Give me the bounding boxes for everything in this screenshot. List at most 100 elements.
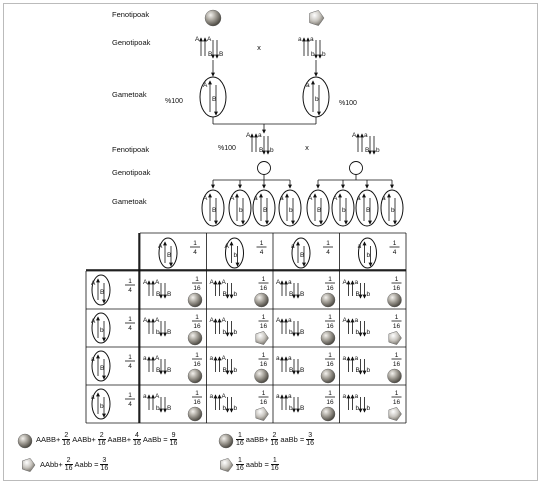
allele-label: B (100, 365, 104, 372)
allele-label: a (355, 317, 359, 324)
allele-label: B (208, 51, 212, 58)
allele-label: b (234, 252, 238, 259)
allele-label: b (100, 403, 104, 410)
round-pea-icon (320, 292, 336, 308)
header-fraction: 1 (260, 240, 264, 247)
cell-fraction: 16 (260, 285, 268, 292)
allele-label: b (311, 51, 315, 58)
cell-fraction: 1 (395, 390, 399, 397)
summary-term: Aabb (74, 460, 93, 469)
allele-label: A (343, 279, 348, 286)
round-pea-icon (254, 368, 269, 384)
allele-label: a (288, 355, 292, 362)
allele-label: A (230, 195, 235, 202)
cell-fraction: 1 (195, 276, 199, 283)
gamete-ellipse (358, 237, 377, 269)
round-pea-icon (320, 406, 336, 422)
row-fraction: 4 (128, 287, 132, 294)
gamete-ellipse (91, 350, 111, 382)
allele-label: b (234, 367, 238, 374)
round-pea-icon (320, 330, 336, 346)
allele-label: b (367, 252, 371, 259)
allele-label: A (155, 279, 160, 286)
cell-fraction: 16 (326, 285, 334, 292)
cell-fraction: 16 (393, 323, 401, 330)
f1-genotype-circle (349, 161, 363, 175)
allele-label: B (223, 367, 227, 374)
allele-label: A (195, 36, 200, 43)
allele-label: a (254, 195, 258, 202)
wrinkled-pea-icon (388, 331, 402, 345)
allele-label: b (223, 405, 227, 412)
allele-label: a (210, 355, 214, 362)
row-fraction: 1 (128, 354, 132, 361)
allele-label: B (167, 367, 171, 374)
allele-label: a (364, 132, 368, 139)
allele-label: B (300, 291, 304, 298)
allele-label: A (343, 317, 348, 324)
allele-label: A (210, 317, 215, 324)
allele-label: A (143, 317, 148, 324)
allele-label: B (167, 252, 171, 259)
round-pea-icon (387, 292, 402, 308)
allele-label: a (355, 355, 359, 362)
allele-label: A (276, 317, 281, 324)
header-fraction: 1 (393, 240, 397, 247)
allele-label: B (365, 147, 369, 154)
cell-fraction: 16 (260, 361, 268, 368)
pea-body (255, 331, 269, 345)
allele-label: A (308, 195, 313, 202)
equals-sign: = (163, 435, 168, 444)
allele-label: b (367, 329, 371, 336)
row-fraction: 4 (128, 401, 132, 408)
gamete-ellipse (355, 189, 379, 227)
allele-label: B (219, 51, 223, 58)
allele-label: A (225, 243, 230, 250)
allele-label: B (167, 329, 171, 336)
cell-fraction: 1 (328, 390, 332, 397)
round-pea-icon (187, 292, 203, 308)
allele-label: A (222, 393, 227, 400)
pea-body (255, 407, 269, 421)
gamete-ellipse (91, 388, 111, 420)
allele-label: A (91, 318, 96, 325)
cell-fraction: 1 (395, 314, 399, 321)
allele-label: B (259, 147, 263, 154)
round-pea-icon (187, 406, 203, 422)
round-pea-icon (187, 330, 203, 346)
allele-label: b (356, 329, 360, 336)
allele-label: b (367, 405, 371, 412)
allele-label: A (246, 132, 251, 139)
allele-label: A (155, 355, 160, 362)
allele-label: B (300, 405, 304, 412)
allele-label: a (355, 279, 359, 286)
gamete-ellipse (225, 237, 244, 269)
pea-body (388, 407, 402, 421)
wrinkled-pea-icon (22, 458, 36, 472)
header-fraction: 4 (393, 249, 397, 256)
header-fraction: 4 (326, 249, 330, 256)
allele-label: a (355, 393, 359, 400)
summary-term: AABb+ (72, 435, 96, 444)
percent-label: %100 (339, 100, 357, 107)
cell-fraction: 1 (262, 390, 266, 397)
equals-sign: = (94, 460, 99, 469)
summary-term: aaBb (280, 435, 298, 444)
cell-fraction: 16 (326, 399, 334, 406)
row-fraction: 4 (128, 325, 132, 332)
cell-fraction: 16 (193, 323, 201, 330)
row-fraction: 1 (128, 316, 132, 323)
gamete-ellipse (278, 189, 302, 227)
gamete-ellipse (252, 189, 276, 227)
allele-label: a (357, 195, 361, 202)
allele-label: A (207, 36, 212, 43)
round-pea-icon (320, 368, 336, 384)
allele-label: b (239, 207, 243, 214)
cross-sign: x (305, 143, 309, 152)
